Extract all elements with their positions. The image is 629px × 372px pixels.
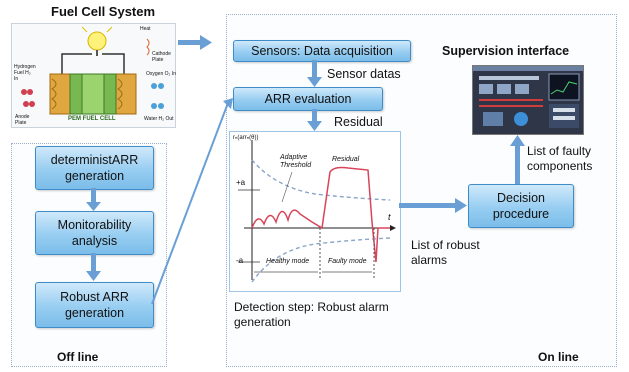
plot-healthy-label: Healthy mode — [266, 258, 310, 265]
fc-anode-label: Anode Plate — [15, 114, 30, 126]
robust-alarms-label: List of robust alarms — [411, 238, 480, 267]
fc-cathode-label: Cathode Plate — [152, 51, 171, 63]
plot-t-label: t — [388, 212, 391, 222]
sensors-data-acquisition-box: Sensors: Data acquisition — [233, 40, 411, 62]
residual-plot: rₙ(arrₙ(θ)) Adaptive Threshold Residual … — [229, 131, 401, 292]
plot-minus-a-label: -a — [236, 256, 244, 265]
supervision-interface-title: Supervision interface — [442, 44, 570, 58]
fc-heat-label: Heat — [140, 26, 151, 32]
detection-step-label: Detection step: Robust alarm generation — [234, 300, 389, 329]
plot-plus-a-label: +a — [236, 178, 246, 187]
fc-pem-label: PEM FUEL CELL — [68, 116, 116, 122]
fc-h2-in-label: Hydrogen Fuel H₂ In — [14, 64, 36, 82]
fc-o2-in-label: Oxygen O₂ In — [146, 71, 177, 77]
fuel-cell-illustration: Hydrogen Fuel H₂ In Anode Plate Heat Cat… — [11, 23, 176, 128]
fuel-cell-title: Fuel Cell System — [51, 4, 156, 19]
plot-y-label: rₙ(arrₙ(θ)) — [233, 135, 259, 141]
supervision-screenshot — [472, 65, 584, 135]
plot-faulty-label: Faulty mode — [328, 258, 367, 265]
fc-water-label: Water H₂ Out — [144, 116, 174, 122]
offline-label: Off line — [57, 350, 99, 364]
arr-evaluation-box: ARR evaluation — [233, 87, 383, 111]
residual-label: Residual — [334, 115, 383, 129]
decision-procedure-box: Decision procedure — [468, 184, 574, 228]
plot-residual-label: Residual — [332, 156, 360, 163]
faulty-components-label: List of faulty components — [527, 144, 593, 173]
arrow-fc-to-online — [178, 40, 200, 45]
online-label: On line — [538, 350, 579, 364]
monitorability-analysis-box: Monitorability analysis — [35, 211, 154, 255]
robust-arr-generation-box: Robust ARR generation — [35, 282, 154, 328]
plot-adaptive-label: Adaptive Threshold — [280, 154, 312, 169]
deterministic-arr-generation-box: deterministARR generation — [35, 146, 154, 190]
sensor-datas-label: Sensor datas — [327, 67, 401, 81]
